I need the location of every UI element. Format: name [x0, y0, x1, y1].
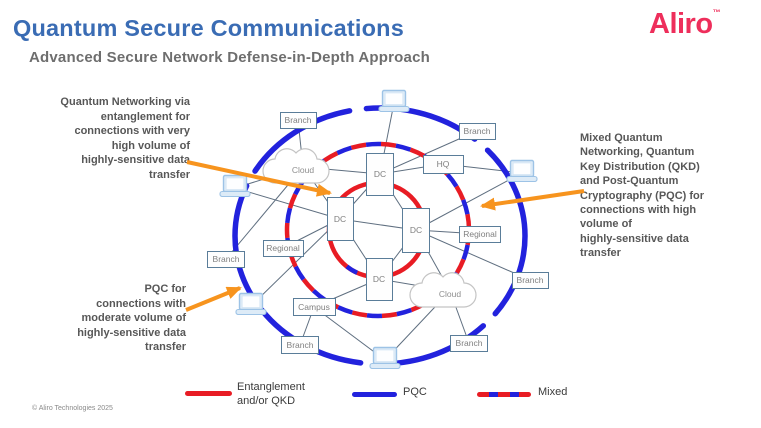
edge-laptop-ul-dc-ml: [234, 187, 341, 220]
annotation-pqc: PQC for connections with moderate volume…: [77, 283, 186, 354]
node-dc-mr: DC: [402, 207, 430, 253]
node-label: Branch: [284, 114, 312, 125]
laptop-icon: [506, 159, 538, 183]
legend-entanglement-swatch: [185, 391, 232, 396]
arrow-bottom-left: [185, 286, 242, 312]
legend-mixed-label: Mixed: [538, 386, 568, 398]
node-branch-br: Branch: [450, 334, 488, 352]
page-title: Quantum Secure Communications: [13, 15, 405, 41]
node-label: Branch: [212, 253, 240, 264]
laptop-icon: [369, 346, 401, 370]
node-branch-tl: Branch: [279, 111, 317, 129]
legend-pqc-label: PQC: [403, 386, 427, 398]
node-label: DC: [372, 273, 386, 284]
node-label: Branch: [516, 274, 544, 285]
page-subtitle: Advanced Secure Network Defense-in-Depth…: [29, 49, 430, 66]
edge-cloud-ul-laptop-ul: [234, 166, 304, 189]
node-branch-l: Branch: [207, 250, 245, 268]
aliro-logo-text: Aliro: [649, 8, 713, 40]
annotation-mixed: Mixed Quantum Networking, Quantum Key Di…: [580, 132, 705, 260]
node-branch-r: Branch: [511, 271, 549, 289]
aliro-logo: Aliro™: [649, 8, 721, 41]
node-label: Campus: [298, 301, 330, 312]
node-label: DC: [333, 213, 347, 224]
annotation-quantum-networking: Quantum Networking via entanglement for …: [60, 96, 190, 181]
node-label: HQ: [436, 158, 450, 169]
node-branch-tr: Branch: [458, 122, 496, 140]
node-label: Branch: [286, 339, 314, 350]
node-label: DC: [373, 168, 387, 179]
laptop-icon: [219, 174, 251, 198]
node-regional-r: Regional: [459, 225, 501, 243]
node-dc-t: DC: [366, 152, 394, 196]
legend-pqc-swatch: [352, 392, 397, 397]
node-label: Branch: [463, 125, 491, 136]
legend-mixed-swatch: [477, 392, 531, 397]
copyright-notice: © Aliro Technologies 2025: [32, 405, 113, 412]
node-label: DC: [409, 224, 423, 235]
laptop-icon: [235, 292, 267, 316]
cloud-label: Cloud: [292, 165, 314, 175]
node-regional-l: Regional: [262, 239, 304, 257]
edge-cloud-lr-laptop-b: [384, 290, 451, 361]
arrow-right: [480, 189, 585, 211]
cloud-icon: [262, 148, 330, 184]
node-dc-ml: DC: [326, 197, 354, 241]
node-campus: Campus: [292, 298, 336, 316]
cloud-icon: [409, 272, 477, 308]
cloud-ul-icon: Cloud: [262, 148, 330, 184]
cloud-lr-icon: Cloud: [409, 272, 477, 308]
node-label: Regional: [463, 228, 497, 239]
node-branch-bl: Branch: [281, 336, 319, 354]
edge-laptop-r-dc-mr: [415, 172, 523, 231]
legend-entanglement-label: Entanglement and/or QKD: [237, 381, 305, 407]
trademark-symbol: ™: [712, 8, 721, 17]
cloud-label: Cloud: [439, 289, 461, 299]
node-dc-b: DC: [365, 257, 393, 301]
arrow-left: [186, 160, 332, 197]
laptop-icon: [378, 89, 410, 113]
node-hq: HQ: [422, 154, 464, 174]
node-label: Regional: [266, 242, 300, 253]
node-label: Branch: [455, 337, 483, 348]
